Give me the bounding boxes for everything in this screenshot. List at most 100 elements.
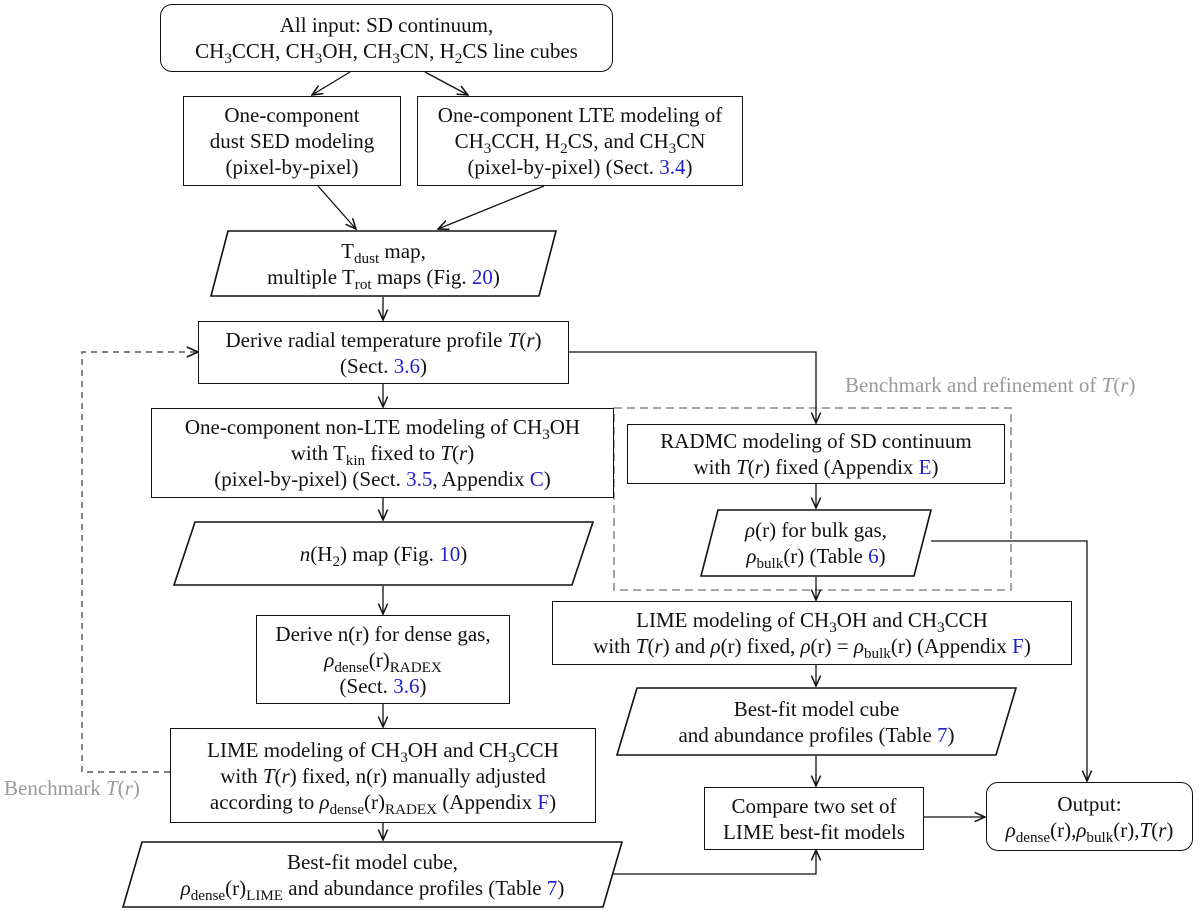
label-text: ) xyxy=(534,327,542,352)
label-text: (H xyxy=(310,541,333,566)
label-text: LIME best-fit models xyxy=(723,819,905,844)
label-line: LIME modeling of CH3OH and CH3CCH xyxy=(593,607,1031,636)
label-text: CS, and CH xyxy=(567,129,669,153)
node-output: Output:ρdense(r),ρbulk(r),T(r) xyxy=(986,782,1193,851)
label-text: Best-fit model cube xyxy=(733,696,900,721)
label-line: Compare two set of xyxy=(723,793,905,819)
label-text: (Sect. xyxy=(339,673,394,698)
cross-reference-link[interactable]: 3.5 xyxy=(406,467,433,491)
label-text: LIME modeling of CH xyxy=(636,608,830,632)
label-text: bulk xyxy=(863,646,891,663)
cross-reference-link[interactable]: E xyxy=(918,455,932,479)
label-text: ) xyxy=(1023,634,1031,658)
label-text: ) xyxy=(492,264,500,289)
edge-rho-output xyxy=(931,540,1087,781)
label-text: with xyxy=(693,455,737,479)
label-text: ) xyxy=(947,722,955,747)
node-output-text: Output:ρdense(r),ρbulk(r),T(r) xyxy=(1000,791,1180,846)
label-line: with T(r) fixed (Appendix E) xyxy=(660,454,972,480)
cross-reference-link[interactable]: 6 xyxy=(868,544,879,568)
label-text: Derive radial temperature profile xyxy=(225,327,508,352)
label-text: ρ xyxy=(746,544,757,568)
label-text: bulk xyxy=(756,556,784,573)
label-line: Tdust map, xyxy=(267,238,500,267)
label-text: dense xyxy=(190,887,226,904)
label-line: ρdense(r)LIME and abundance profiles (Ta… xyxy=(181,875,565,904)
cross-reference-link[interactable]: 20 xyxy=(471,264,493,289)
label-text: Best-fit model cube, xyxy=(287,849,458,874)
label-text: (r), xyxy=(1113,817,1140,842)
label-text: ) xyxy=(1166,817,1174,842)
label-text: ( xyxy=(647,634,655,658)
label-text: All input: SD continuum, xyxy=(279,13,494,37)
label-line: and abundance profiles (Table 7) xyxy=(678,722,954,748)
node-nmap-shape xyxy=(172,521,595,586)
cross-reference-link[interactable]: 3.6 xyxy=(393,353,420,378)
cross-reference-link[interactable]: 3.6 xyxy=(393,673,420,698)
label-line: LIME modeling of CH3OH and CH3CCH xyxy=(207,737,559,766)
cross-reference-link[interactable]: 7 xyxy=(546,875,558,900)
label-text: ) fixed, n(r) manually adjusted xyxy=(289,763,546,788)
label-text: map, xyxy=(379,238,426,263)
label-text: dust SED modeling xyxy=(209,129,375,153)
edge-lte-tmaps xyxy=(438,185,545,229)
label-text: r xyxy=(281,763,290,788)
node-input-text: All input: SD continuum,CH3CCH, CH3OH, C… xyxy=(189,12,584,68)
label-text: bulk xyxy=(1086,829,1114,846)
label-text: ( xyxy=(519,327,527,352)
cross-reference-link[interactable]: C xyxy=(529,467,544,491)
label-text: (r) (Table xyxy=(783,544,869,568)
label-text: r xyxy=(526,327,535,352)
label-text: (r), xyxy=(1050,817,1077,842)
label-line: ρ(r) for bulk gas, xyxy=(745,517,887,543)
label-text: dense xyxy=(329,801,365,818)
label-text: T xyxy=(440,441,453,465)
label-text: CS line cubes xyxy=(462,39,578,63)
label-text: ) xyxy=(543,467,551,491)
node-tprof-text: Derive radial temperature profile T(r)(S… xyxy=(219,327,547,379)
cross-reference-link[interactable]: 10 xyxy=(439,541,461,566)
label-text: kin xyxy=(345,453,366,470)
label-text: ) xyxy=(419,353,427,378)
label-text: T xyxy=(1139,817,1152,842)
label-text: ρ xyxy=(853,634,864,658)
label-text: dense xyxy=(334,659,369,676)
label-text: CCH, H xyxy=(491,129,561,153)
label-text: (pixel-by-pixel) xyxy=(225,155,359,179)
label-line: LIME best-fit models xyxy=(723,819,905,845)
label-text: 2 xyxy=(560,141,568,158)
label-line: dust SED modeling xyxy=(210,128,375,154)
label-text: 2 xyxy=(454,51,463,68)
label-text: One-component xyxy=(224,103,360,127)
edge-tprof-radmc xyxy=(569,351,816,423)
label-text: with xyxy=(593,634,636,658)
label-text: T xyxy=(341,238,354,263)
cross-reference-link[interactable]: F xyxy=(537,789,550,814)
node-tmaps: Tdust map,multiple Trot maps (Fig. 20) xyxy=(209,230,558,297)
cross-reference-link[interactable]: 7 xyxy=(937,722,948,747)
label-line: CH3CCH, CH3OH, CH3CN, H2CS line cubes xyxy=(195,38,578,68)
cross-reference-link[interactable]: 3.4 xyxy=(659,155,686,179)
label-text: Compare two set of xyxy=(731,793,897,818)
cross-reference-link[interactable]: F xyxy=(1012,634,1024,658)
label-text: ) xyxy=(878,544,886,568)
label-line: Best-fit model cube xyxy=(678,696,954,722)
label-text: OH xyxy=(549,415,581,439)
label-text: CCH, CH xyxy=(231,39,315,63)
label-text: ) xyxy=(931,455,939,479)
label-text: dense xyxy=(1015,829,1051,846)
label-text: (r) = xyxy=(810,634,854,658)
label-text: ( xyxy=(747,455,755,479)
label-text: 3 xyxy=(392,51,400,68)
label-text: ) and xyxy=(662,634,711,658)
label-line: with T(r) fixed, n(r) manually adjusted xyxy=(207,763,559,789)
node-tmaps-shape xyxy=(209,230,558,297)
label-line: with Tkin fixed to T(r) xyxy=(185,440,580,470)
